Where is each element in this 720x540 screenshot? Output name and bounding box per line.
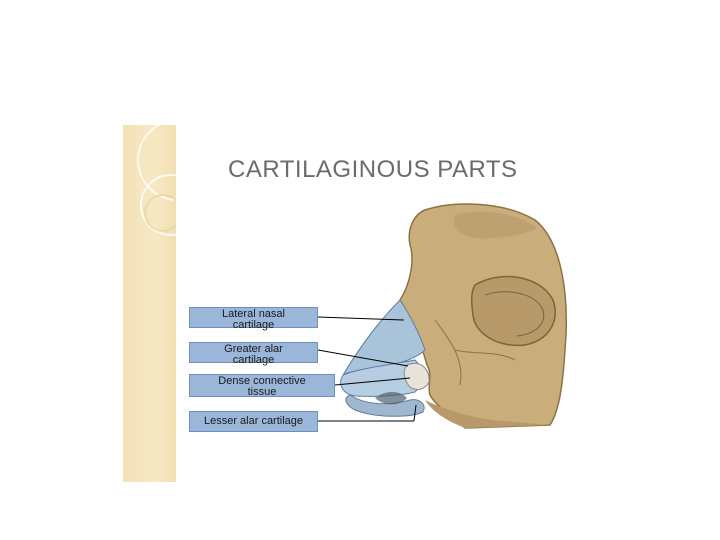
label-greater-alar-cartilage: Greater alar cartilage [189,342,318,363]
label-lateral-nasal-cartilage: Lateral nasal cartilage [189,307,318,328]
label-dense-connective-tissue: Dense connective tissue [189,374,335,397]
label-line: tissue [190,387,334,398]
label-lesser-alar-cartilage: Lesser alar cartilage [189,411,318,432]
label-line: cartilage [190,355,317,366]
label-line: cartilage [190,320,317,331]
label-line: Lesser alar cartilage [190,416,317,427]
